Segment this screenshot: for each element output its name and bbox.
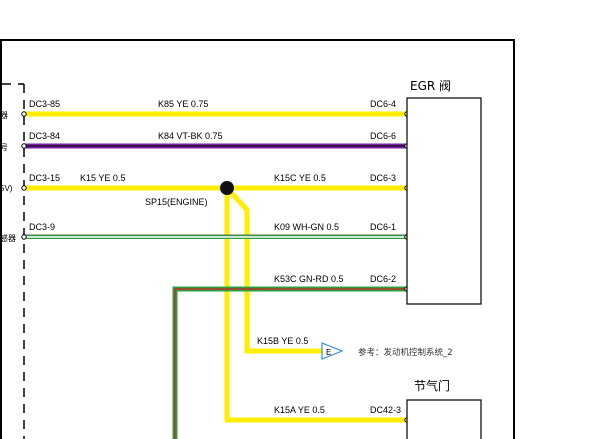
splice-label: SP15(ENGINE) [145, 197, 208, 207]
pin-dc42-3: DC42-3 [370, 405, 401, 415]
wire-k09 [21, 234, 410, 240]
wire-label-k15c: K15C YE 0.5 [274, 173, 326, 183]
wire-k84 [21, 143, 410, 149]
pin-dc6-2: DC6-2 [370, 274, 396, 284]
left-fragment-2: 号 [0, 143, 8, 152]
wire-label-k84: K84 VT-BK 0.75 [158, 131, 223, 141]
wire-label-k15: K15 YE 0.5 [80, 173, 125, 183]
pin-dc6-4: DC6-4 [370, 99, 396, 109]
offpage-marker: E [326, 348, 331, 357]
pin-dc6-1: DC6-1 [370, 222, 396, 232]
wire-label-k15a: K15A YE 0.5 [274, 405, 325, 415]
wire-label-k53c: K53C GN-RD 0.5 [274, 274, 344, 284]
wire-label-k85: K85 YE 0.75 [158, 99, 208, 109]
pin-dc3-85: DC3-85 [29, 99, 60, 109]
diagram-frame [0, 39, 515, 439]
left-fragment-1: 器 [0, 111, 8, 120]
throttle-connector [406, 399, 482, 439]
wire-label-k15b: K15B YE 0.5 [257, 336, 308, 346]
pin-dc3-84: DC3-84 [29, 131, 60, 141]
pin-dc3-15: DC3-15 [29, 173, 60, 183]
egr-title: EGR 阀 [410, 79, 451, 93]
throttle-title: 节气门 [414, 378, 450, 393]
pin-dc6-6: DC6-6 [370, 131, 396, 141]
wire-k85 [21, 111, 410, 117]
offpage-reference: 参考：发动机控制系统_2 [358, 347, 453, 358]
egr-connector [406, 97, 482, 305]
wire-k15 [21, 185, 410, 423]
splice-sp15 [220, 181, 234, 195]
left-fragment-3: 5V) [0, 184, 13, 193]
offpage-connector: E [321, 342, 344, 360]
pin-dc6-3: DC6-3 [370, 173, 396, 183]
wire-k53c [172, 286, 410, 439]
wire-label-k09: K09 WH-GN 0.5 [274, 222, 339, 232]
left-fragment-4: 感器 [0, 233, 16, 243]
pin-dc3-9: DC3-9 [29, 222, 55, 232]
